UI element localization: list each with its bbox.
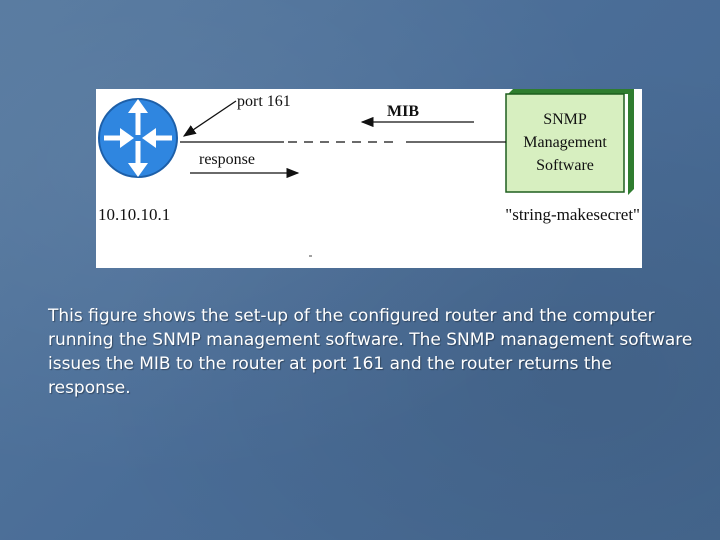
port-arrow (182, 100, 237, 137)
software-box-line-1: SNMP (543, 111, 587, 128)
software-box-line-2: Management (523, 134, 607, 151)
diagram-panel: SNMP Management Software port 161 MIB re… (96, 89, 642, 268)
port-label: port 161 (237, 93, 291, 110)
community-string-label: "string-makesecret" (505, 205, 640, 224)
slide-caption: This figure shows the set-up of the conf… (48, 306, 693, 398)
mib-label: MIB (387, 103, 419, 120)
router-icon (98, 98, 178, 178)
network-diagram: SNMP Management Software port 161 MIB re… (98, 89, 640, 257)
router-ip-label: 10.10.10.1 (98, 205, 170, 224)
snmp-software-box: SNMP Management Software (505, 89, 634, 195)
response-label: response (199, 151, 255, 168)
software-box-line-3: Software (536, 157, 594, 174)
